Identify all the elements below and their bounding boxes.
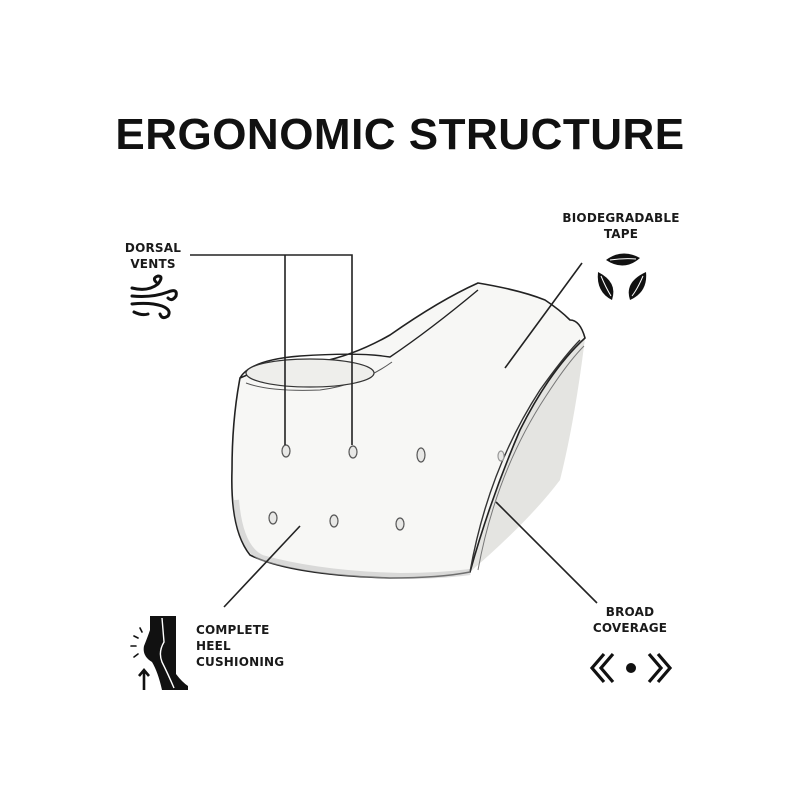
leaves-icon [597, 253, 647, 300]
callout-biodegradable-line1: BIODEGRADABLE [562, 211, 680, 225]
callout-broad-line2: COVERAGE [592, 621, 668, 635]
callout-broad-coverage: BROAD COVERAGE [580, 604, 680, 636]
callout-heel-line3: CUSHIONING [196, 655, 285, 669]
arrows-dot-icon [589, 652, 673, 684]
callout-heel-cushioning: COMPLETE HEEL CUSHIONING [196, 622, 316, 670]
page-title: ERGONOMIC STRUCTURE [115, 110, 685, 159]
callout-heel-line2: HEEL [196, 639, 231, 653]
callout-biodegradable-line2: TAPE [603, 227, 639, 241]
callout-dorsal-vents: DORSAL VENTS [120, 240, 186, 272]
wind-icon [130, 274, 178, 320]
callout-biodegradable-tape: BIODEGRADABLE TAPE [556, 210, 686, 242]
callout-dorsal-vents-line2: VENTS [130, 257, 176, 271]
heel-foot-icon [130, 616, 188, 690]
callout-broad-line1: BROAD [605, 605, 655, 619]
callout-heel-line1: COMPLETE [196, 623, 270, 637]
callout-dorsal-vents-line1: DORSAL [124, 241, 182, 255]
